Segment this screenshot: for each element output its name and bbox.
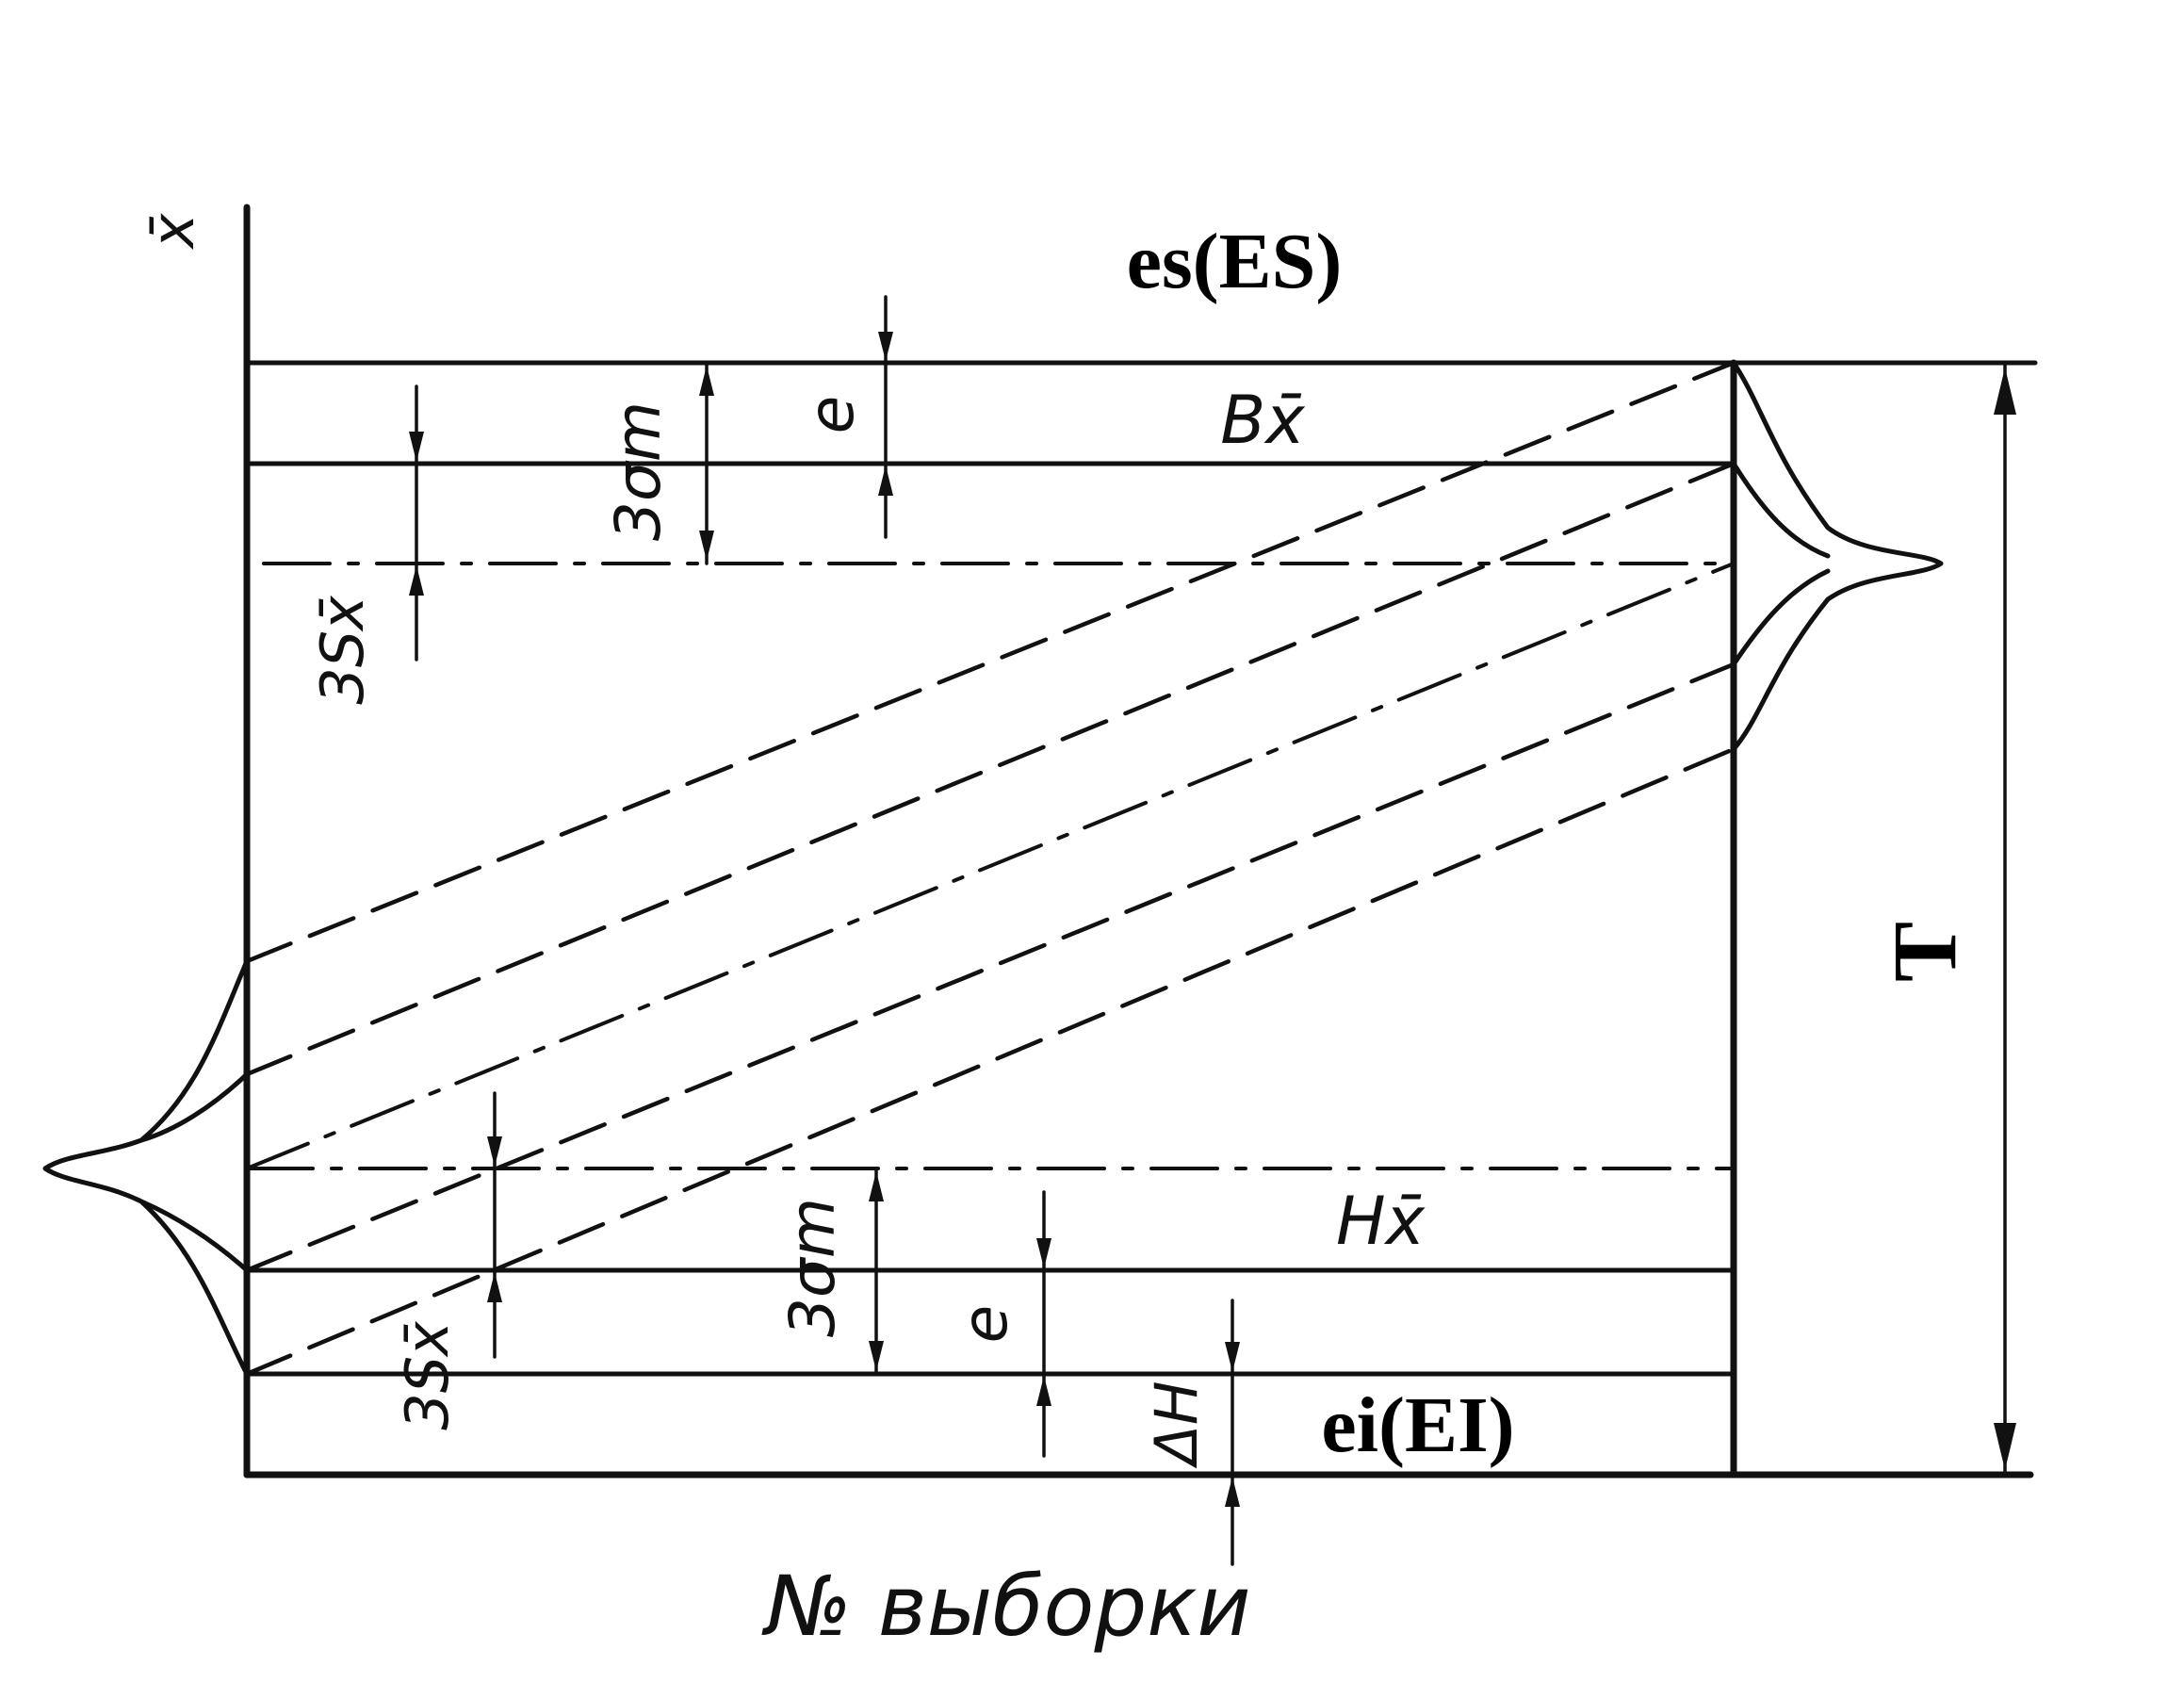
upper-control-label: Вx̄ [1220,382,1305,459]
arrow-tolerance-down [1994,1423,2016,1470]
trend-line-5 [244,746,1736,1377]
arrow-3sigma-top-up [699,366,714,396]
trend-line-3 [245,562,1736,1170]
right-mid-curve-lower [1731,568,1831,667]
trend-line-4 [244,662,1736,1273]
frame [243,204,2038,1479]
trend-line-1 [244,360,1736,964]
arrow-3sigma-bottom-down [869,1341,884,1371]
lower-dimensions [487,1091,1240,1566]
three-sigma-bottom-label: 3σm [776,1198,849,1337]
arrow-e-bottom-1 [1036,1238,1051,1268]
tolerance-dimension [1994,361,2016,1477]
left-mid-curve-lower [139,1199,250,1273]
arrow-e-bottom-2 [1036,1376,1051,1406]
three-sigma-top-label: 3σm [602,401,675,541]
arrow-3s-top-1 [409,432,424,462]
e-bottom-label: e [949,1305,1021,1344]
lower-control-label: Нx̄ [1336,1183,1426,1260]
left-distribution-curves [42,958,250,1377]
arrow-3s-bottom-1 [487,1136,502,1167]
upper-dimensions [409,295,893,662]
left-wide-curve [42,958,250,1377]
arrow-e-top-2 [878,466,893,496]
arrow-3sigma-top-down [699,531,714,561]
upper-limit-label: es(ES) [1127,218,1343,305]
delta-h-label: ΔH [1142,1381,1211,1468]
right-wide-curve [1731,360,1944,752]
arrow-3s-bottom-2 [487,1272,502,1302]
trend-lines [244,360,1736,1377]
tolerance-label: T [1874,922,1975,982]
axis-y-label: x̄ [139,212,207,250]
arrow-delta-h-2 [1225,1477,1240,1507]
left-mid-curve [139,1071,250,1143]
three-s-bottom-label: 3Sx̄ [393,1320,462,1430]
arrow-3sigma-bottom-up [869,1171,884,1201]
arrow-e-top-1 [878,332,893,361]
x-axis-label: № выборки [761,1558,1250,1655]
right-distribution-curves [1731,360,1944,752]
arrow-delta-h-1 [1225,1342,1240,1372]
three-s-top-label: 3Sx̄ [308,595,377,705]
arrow-3s-top-2 [409,565,424,596]
right-mid-curve [1731,461,1831,559]
e-top-label: e [795,396,868,434]
lower-limit-label: ei(EI) [1321,1381,1514,1469]
trend-line-2 [244,461,1736,1077]
arrow-tolerance-up [1994,368,2016,415]
